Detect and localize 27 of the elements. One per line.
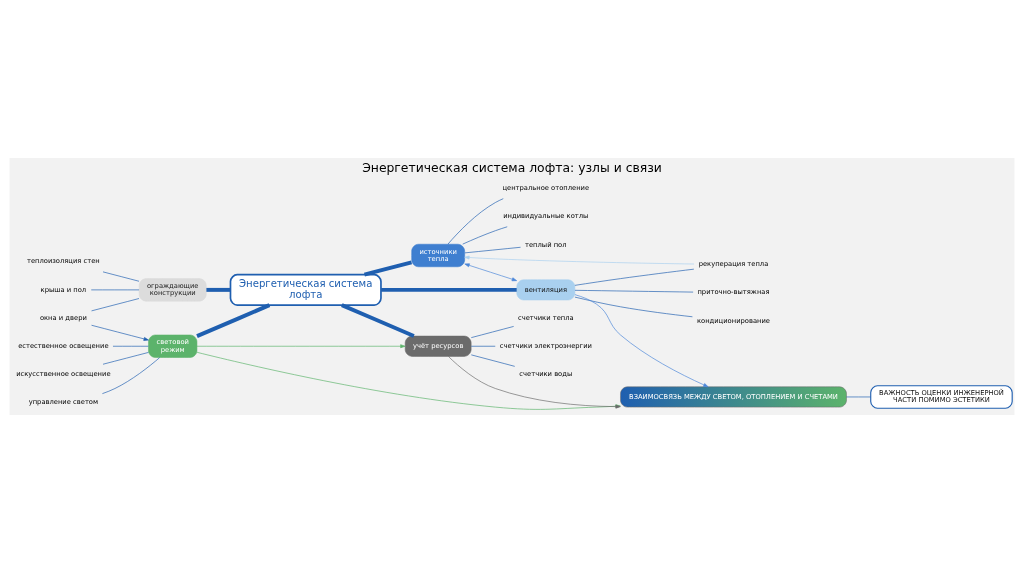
connector: [464, 246, 521, 253]
arrow: [464, 262, 517, 281]
diagram-title: Энергетическая система лофта: узлы и связи: [362, 159, 662, 175]
connector: [102, 351, 149, 365]
connector: [91, 297, 140, 311]
connector: [447, 197, 504, 244]
connector: [574, 268, 695, 286]
arrow: [574, 293, 709, 387]
connector: [381, 287, 517, 292]
connector: [341, 302, 415, 338]
arrow: [196, 343, 406, 348]
connector: [206, 287, 231, 292]
connector: [470, 345, 496, 347]
connector: [574, 289, 694, 292]
connector: [846, 396, 871, 397]
arrow: [91, 324, 149, 341]
connector: [363, 259, 413, 277]
arrow: [464, 255, 695, 264]
connector: [462, 225, 508, 244]
connector: [574, 296, 693, 317]
connector: [470, 325, 514, 338]
connector: [470, 354, 516, 367]
connector: [196, 302, 271, 338]
node-box: Энергетическая система лофта: [229, 273, 382, 306]
connector: [112, 345, 149, 347]
connector: [102, 271, 140, 282]
connector: [102, 356, 160, 394]
